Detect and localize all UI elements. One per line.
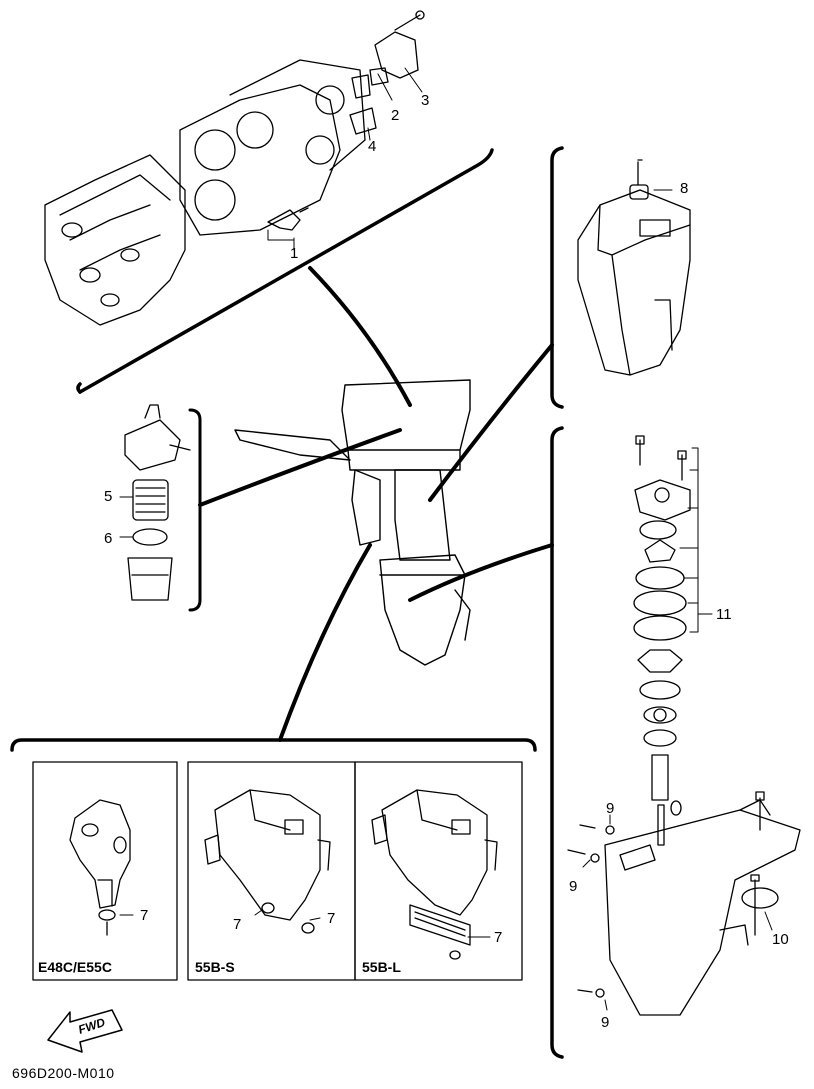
- callout-11: 11: [716, 606, 732, 623]
- lower-unit-group: [550, 426, 801, 1059]
- engine-block-group: [44, 10, 494, 407]
- diagram-code: 696D200-M010: [12, 1065, 115, 1081]
- callout-5: 5: [104, 488, 113, 505]
- callout-7-55bs-right: 7: [327, 910, 336, 927]
- callout-7-55bl: 7: [494, 929, 503, 946]
- callout-7-e48c: 7: [140, 907, 149, 924]
- callout-4: 4: [368, 138, 377, 155]
- callout-9-mid: 9: [569, 878, 578, 895]
- callout-1: 1: [290, 245, 299, 262]
- callout-10: 10: [772, 931, 789, 948]
- exhaust-guide-group: [428, 146, 691, 502]
- model-label-e48c-e55c: E48C/E55C: [38, 959, 112, 975]
- callout-3: 3: [421, 92, 430, 109]
- model-label-55b-s: 55B-S: [195, 959, 235, 975]
- callout-6: 6: [104, 530, 113, 547]
- callout-9-bottom: 9: [601, 1014, 610, 1031]
- callout-2: 2: [391, 107, 400, 124]
- clamp-bracket-group: [10, 738, 537, 1053]
- outboard-motor: [234, 379, 471, 666]
- model-label-55b-l: 55B-L: [362, 959, 401, 975]
- fuel-filter-group: [119, 404, 402, 612]
- callout-7-55bs-left: 7: [233, 916, 242, 933]
- callout-9-top: 9: [606, 800, 615, 817]
- callout-8: 8: [680, 180, 689, 197]
